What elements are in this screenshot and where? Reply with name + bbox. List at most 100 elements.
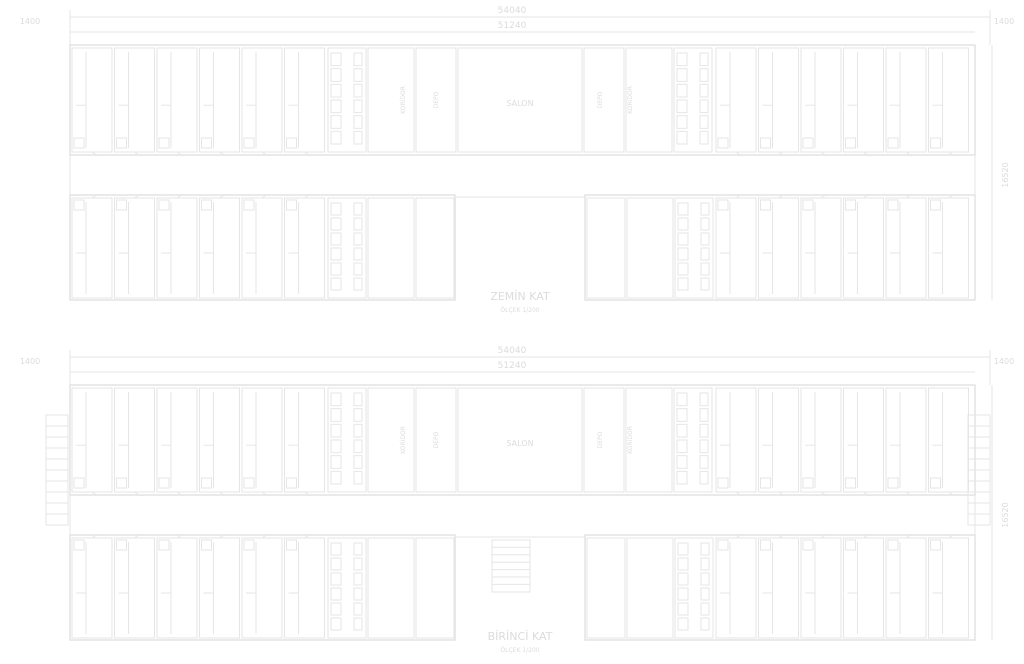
dimension-right: 1400 <box>994 357 1014 366</box>
door-swing <box>778 491 785 497</box>
floor-title: BİRİNCİ KAT <box>488 630 553 643</box>
bathroom-fixture <box>73 477 85 489</box>
door-swing <box>176 193 184 199</box>
wc-cubicle <box>677 557 689 571</box>
hall-label: SALON <box>506 99 533 108</box>
bathroom-fixture <box>201 477 212 489</box>
wc-cubicle <box>330 470 342 485</box>
wc-block <box>327 387 367 493</box>
hall <box>457 387 583 493</box>
door-swing <box>91 193 99 199</box>
door-swing <box>863 491 870 497</box>
wc-block <box>673 47 713 153</box>
wc-cubicle <box>676 52 688 67</box>
sink <box>353 408 363 422</box>
wc-cubicle <box>330 602 342 616</box>
sink <box>699 470 709 485</box>
sink <box>353 423 363 438</box>
door-swing <box>948 491 955 497</box>
wc-cubicle <box>677 232 689 246</box>
sink <box>353 557 363 571</box>
bathroom-fixture <box>73 199 85 211</box>
door-swing <box>176 491 184 497</box>
room <box>415 47 457 153</box>
stair-room <box>626 197 674 299</box>
sink <box>700 217 710 231</box>
bathroom-fixture <box>158 199 170 211</box>
sink <box>353 587 363 601</box>
sink <box>699 99 709 114</box>
bathroom-fixture <box>802 137 814 149</box>
bathroom-fixture <box>802 477 814 489</box>
wc-cubicle <box>330 202 342 216</box>
door-swing <box>948 193 955 199</box>
bathroom-fixture <box>887 477 899 489</box>
wc-cubicle <box>330 83 342 98</box>
wc-cubicle <box>676 423 688 438</box>
door-swing <box>863 151 870 157</box>
bathroom-fixture <box>158 539 170 551</box>
sink <box>699 455 709 469</box>
stair-room <box>625 47 673 153</box>
sink <box>699 83 709 98</box>
wc-block <box>674 197 714 299</box>
wc-cubicle <box>330 423 342 438</box>
sink <box>700 602 710 616</box>
sink <box>699 130 709 145</box>
bathroom-fixture <box>73 137 85 149</box>
wc-cubicle <box>330 247 342 261</box>
bathroom-fixture <box>845 199 856 211</box>
door-swing <box>820 193 828 199</box>
bathroom-fixture <box>887 199 899 211</box>
stair-room <box>626 537 674 639</box>
dimension-left: 1400 <box>20 17 40 26</box>
wc-cubicle <box>330 52 342 67</box>
door-swing <box>735 151 743 157</box>
sink <box>353 392 363 407</box>
bathroom-fixture <box>243 477 255 489</box>
hall-label: SALON <box>506 439 533 448</box>
bathroom-fixture <box>930 539 941 551</box>
wc-cubicle <box>677 202 689 216</box>
bathroom-fixture <box>243 539 255 551</box>
door-swing <box>304 491 311 497</box>
room-label: DEPO <box>597 431 604 448</box>
door-swing <box>304 533 311 539</box>
sink <box>353 439 363 454</box>
wc-cubicle <box>676 115 688 129</box>
bathroom-fixture <box>887 539 899 551</box>
stair-room <box>367 197 415 299</box>
sink <box>700 247 710 261</box>
door-swing <box>219 193 226 199</box>
wc-cubicle <box>330 392 342 407</box>
room-label: KORİDOR <box>627 426 634 454</box>
sink <box>353 470 363 485</box>
stair-room <box>367 387 415 493</box>
north-wing <box>69 384 976 496</box>
sink <box>353 277 363 291</box>
wc-cubicle <box>330 115 342 129</box>
bathroom-fixture <box>717 199 729 211</box>
bathroom-fixture <box>845 539 856 551</box>
door-swing <box>820 491 828 497</box>
bathroom-fixture <box>201 539 212 551</box>
door-swing <box>863 193 870 199</box>
bathroom-fixture <box>243 199 255 211</box>
wc-block <box>327 197 367 299</box>
sink <box>699 392 709 407</box>
stair-room <box>367 47 415 153</box>
bathroom-fixture <box>930 199 941 211</box>
door-swing <box>134 491 141 497</box>
sink <box>353 455 363 469</box>
dimension-total: 54040 <box>498 346 527 356</box>
wc-block <box>327 537 367 639</box>
door-swing <box>134 533 141 539</box>
wc-cubicle <box>330 262 342 276</box>
bathroom-fixture <box>158 477 170 489</box>
room <box>415 197 455 299</box>
door-swing <box>905 151 913 157</box>
bathroom-fixture <box>760 137 771 149</box>
wc-cubicle <box>676 83 688 98</box>
